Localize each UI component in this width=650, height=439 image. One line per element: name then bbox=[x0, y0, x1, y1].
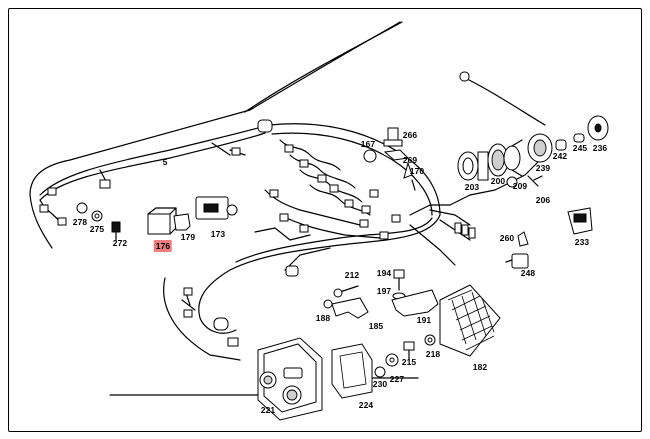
label-275: 275 bbox=[89, 224, 105, 234]
label-218: 218 bbox=[425, 349, 441, 359]
label-176[interactable]: 176 bbox=[153, 240, 173, 252]
label-230: 230 bbox=[372, 379, 388, 389]
label-191: 191 bbox=[416, 315, 432, 325]
label-227: 227 bbox=[389, 374, 405, 384]
control-unit-182 bbox=[439, 284, 501, 357]
label-182: 182 bbox=[472, 362, 488, 372]
label-188: 188 bbox=[315, 313, 331, 323]
main-harness-loop bbox=[39, 77, 546, 334]
label-278: 278 bbox=[72, 217, 88, 227]
label-236: 236 bbox=[592, 143, 608, 153]
pulley-239 bbox=[527, 133, 553, 163]
label-248: 248 bbox=[520, 268, 536, 278]
relay-176 bbox=[147, 207, 177, 235]
bolt-272 bbox=[111, 221, 121, 241]
label-185: 185 bbox=[368, 321, 384, 331]
label-242: 242 bbox=[552, 151, 568, 161]
label-266: 266 bbox=[402, 130, 418, 140]
bracket-191-194-197 bbox=[391, 269, 439, 317]
label-215: 215 bbox=[401, 357, 417, 367]
bracket-179 bbox=[173, 213, 191, 231]
label-245: 245 bbox=[572, 143, 588, 153]
label-269: 269 bbox=[402, 155, 418, 165]
sensor-cluster-266 bbox=[363, 127, 416, 191]
label-197: 197 bbox=[376, 286, 392, 296]
clip-260-248 bbox=[505, 231, 529, 269]
label-179: 179 bbox=[180, 232, 196, 242]
control-panel-221 bbox=[257, 337, 323, 421]
label-272: 272 bbox=[112, 238, 128, 248]
nut-278-275 bbox=[76, 202, 103, 222]
label-209: 209 bbox=[512, 181, 528, 191]
fitting-209-206 bbox=[506, 175, 543, 188]
label-170: 170 bbox=[409, 166, 425, 176]
label-239: 239 bbox=[535, 163, 551, 173]
gasket-224 bbox=[331, 343, 373, 399]
label-224: 224 bbox=[358, 400, 374, 410]
label-173: 173 bbox=[210, 229, 226, 239]
bracket-233 bbox=[567, 207, 593, 235]
connector-plugs bbox=[39, 71, 476, 347]
label-233: 233 bbox=[574, 237, 590, 247]
diagram-frame bbox=[8, 8, 642, 432]
label-167: 167 bbox=[360, 139, 376, 149]
label-203: 203 bbox=[464, 182, 480, 192]
label-212: 212 bbox=[344, 270, 360, 280]
relay-block-173 bbox=[195, 196, 238, 220]
nuts-230-227 bbox=[374, 353, 399, 378]
label-221: 221 bbox=[260, 405, 276, 415]
label-206: 206 bbox=[535, 195, 551, 205]
label-260: 260 bbox=[499, 233, 515, 243]
pulley-assembly-203-200 bbox=[457, 139, 523, 181]
screws-215-218 bbox=[403, 334, 436, 361]
label-200: 200 bbox=[490, 176, 506, 186]
label-194: 194 bbox=[376, 268, 392, 278]
vehicle-body-outline bbox=[29, 21, 419, 396]
shaft-parts-242-236 bbox=[555, 115, 609, 151]
bracket-185-188-212 bbox=[323, 285, 369, 319]
label-5: 5 bbox=[162, 157, 168, 167]
